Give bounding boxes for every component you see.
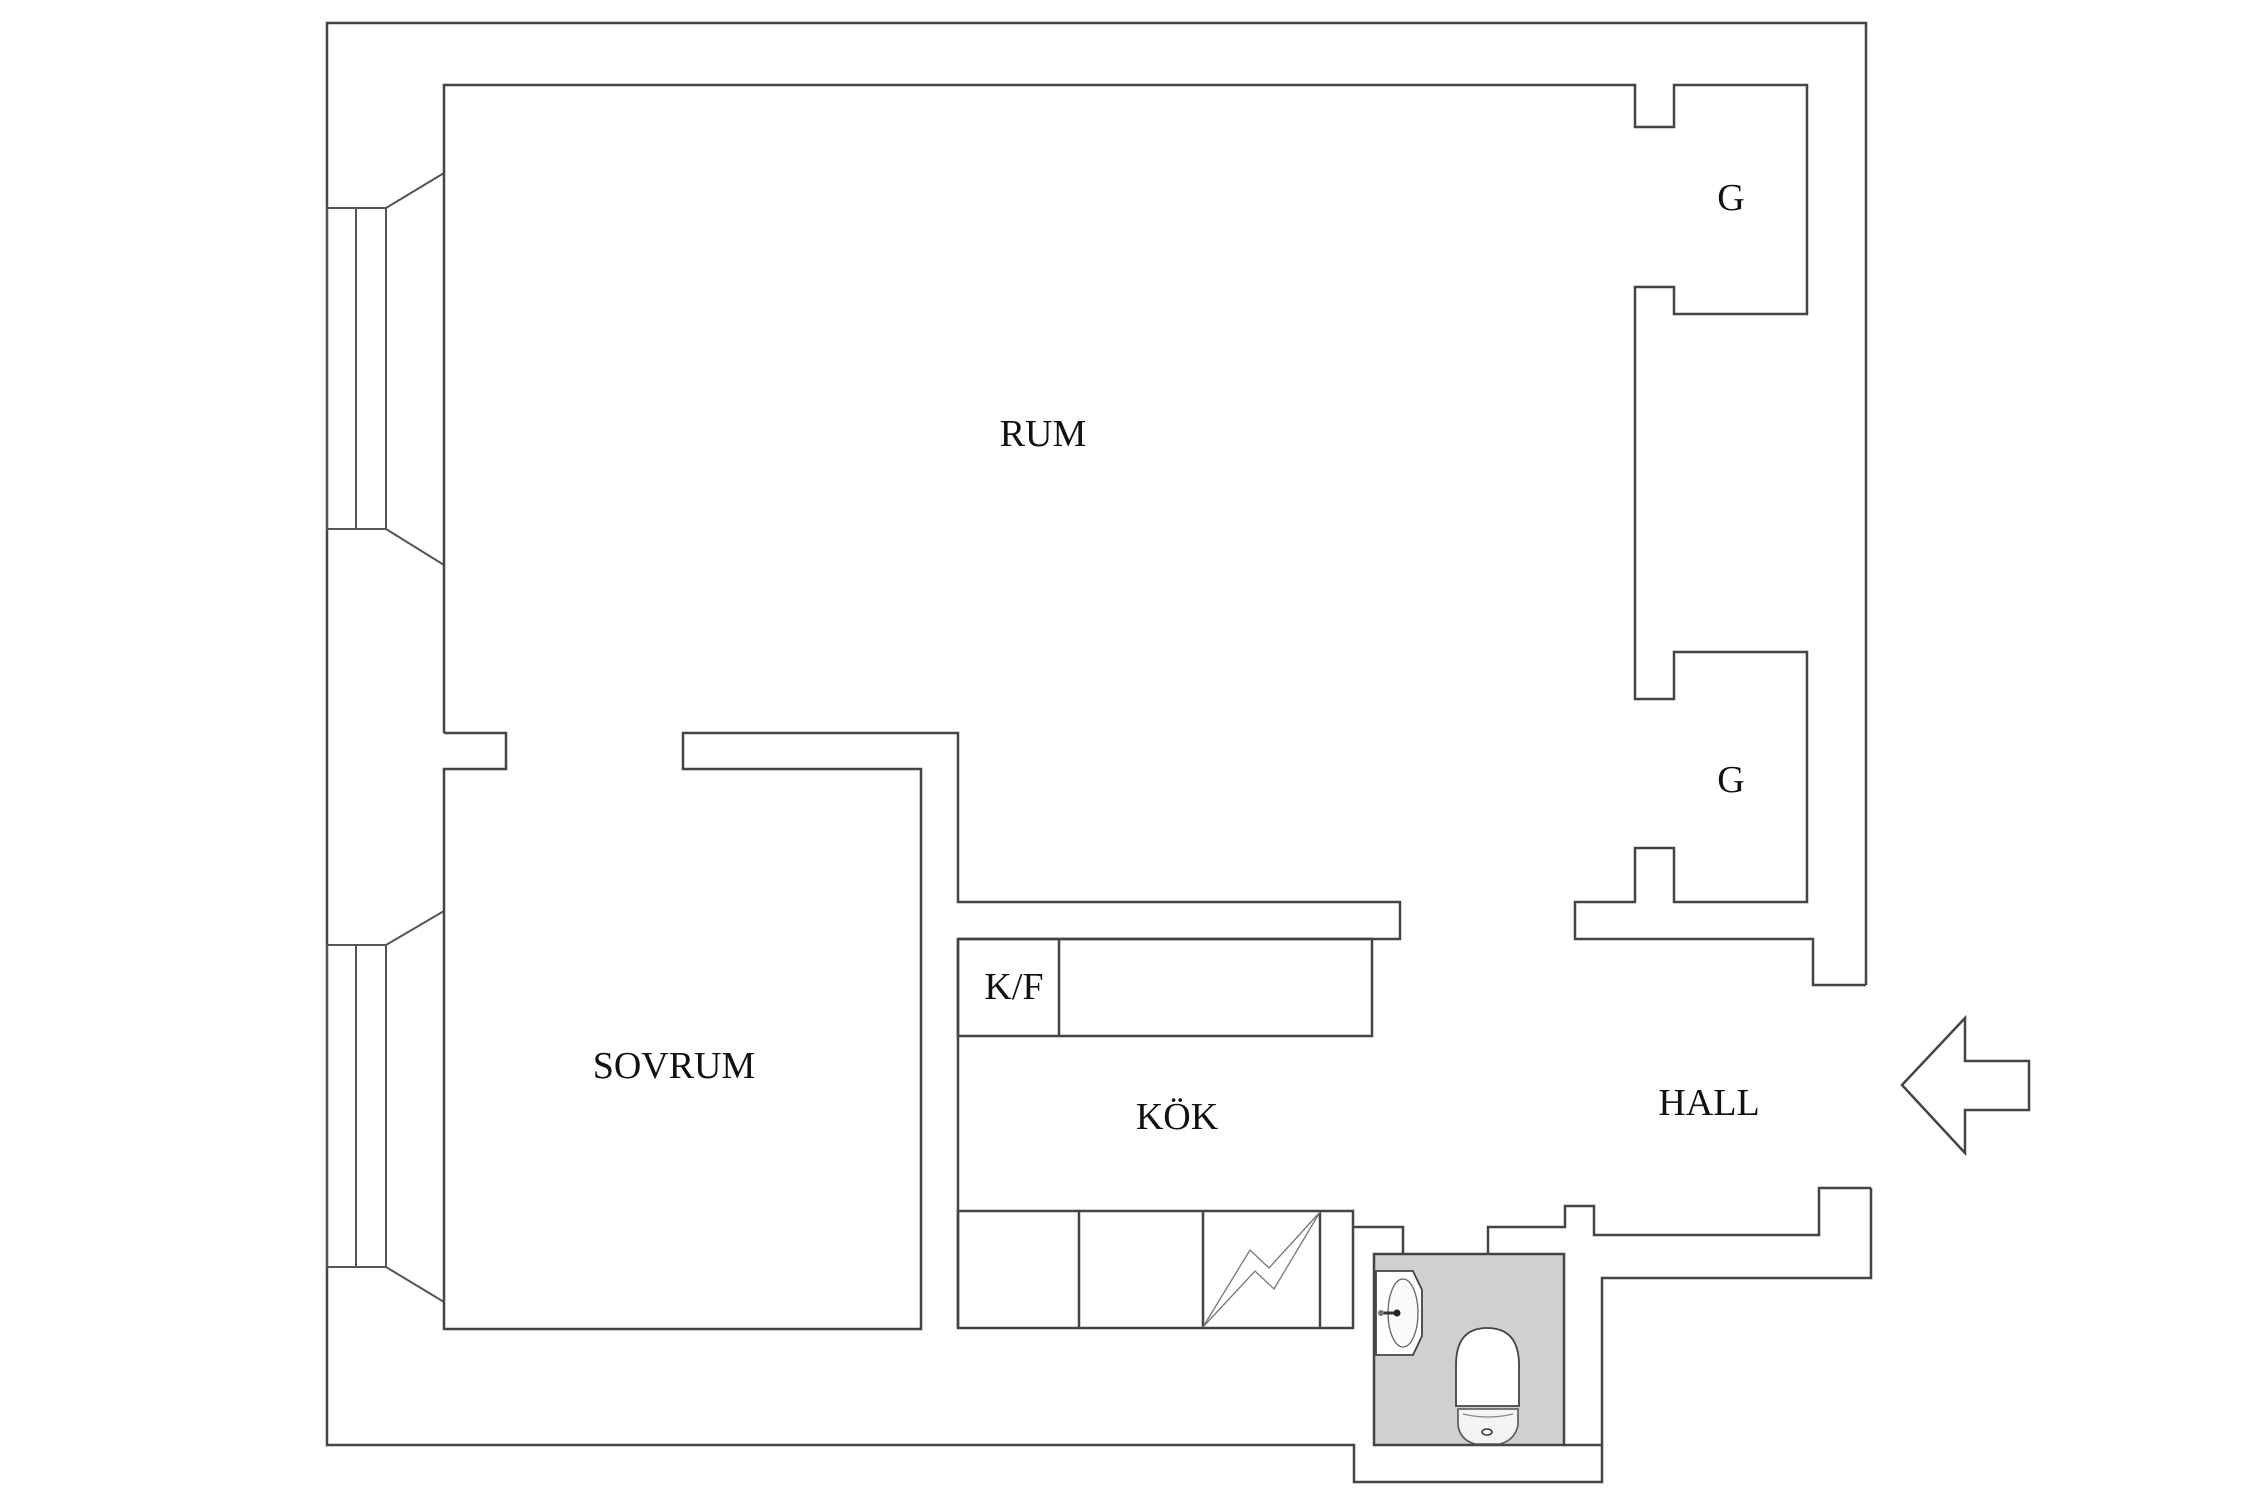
room-label-rum: RUM <box>999 413 1087 455</box>
bathroom-wall-left <box>1353 1225 1405 1254</box>
stove-icon <box>1202 1211 1321 1328</box>
outer-wall <box>325 21 1873 1484</box>
entrance-arrow-icon <box>1900 1014 2031 1157</box>
window-bottom-left <box>326 910 445 1303</box>
closet-label-g1: G <box>1717 177 1745 219</box>
room-label-hall: HALL <box>1658 1082 1760 1124</box>
sovrum-door-stub <box>442 731 1402 1331</box>
window-top-left <box>326 172 445 566</box>
toilet-icon <box>1455 1327 1520 1445</box>
sink-icon <box>1375 1270 1423 1356</box>
rum-wall <box>442 83 1866 987</box>
room-label-sovrum: SOVRUM <box>592 1045 756 1087</box>
bathroom <box>1372 1252 1566 1447</box>
room-label-kok: KÖK <box>1135 1096 1219 1138</box>
kitchen-upper-counter <box>956 937 1374 1038</box>
closet-label-g2: G <box>1717 759 1745 801</box>
kitchen-lower-counter <box>956 1209 1355 1330</box>
fridge-freezer-label: K/F <box>984 966 1044 1008</box>
bathroom-wall-right <box>1486 1186 1871 1254</box>
